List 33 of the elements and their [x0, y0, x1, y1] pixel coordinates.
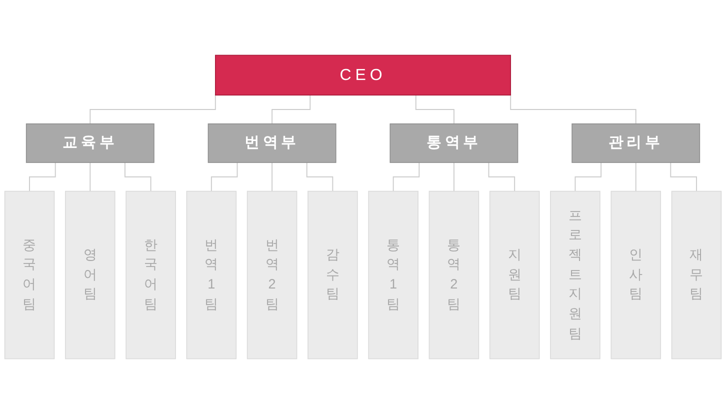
node-box: 인사팀	[610, 190, 661, 360]
node-box: 번역부	[208, 123, 336, 163]
connector	[90, 93, 216, 124]
node-box: 감수팀	[308, 190, 358, 360]
connector	[124, 162, 152, 192]
connector	[453, 162, 454, 192]
node-box: 중국어팀	[4, 190, 55, 360]
connector	[306, 162, 334, 192]
node-box: 관리부	[572, 123, 700, 163]
node-box: 한국어팀	[126, 190, 176, 360]
node-box: 교육부	[26, 123, 154, 163]
node-box: 번역1팀	[186, 190, 237, 360]
node-box: CEO	[215, 54, 511, 96]
connector	[272, 94, 311, 124]
connector	[29, 162, 56, 192]
connector	[574, 162, 602, 192]
connector	[670, 162, 697, 192]
connector	[415, 94, 454, 124]
node-box: 통역1팀	[368, 190, 418, 360]
connector	[635, 162, 636, 192]
connector	[392, 162, 420, 192]
connector	[488, 162, 516, 192]
node-box: 통역부	[390, 123, 518, 163]
node-box: 재무팀	[671, 190, 722, 360]
connector	[210, 162, 238, 192]
node-box: 프로젝트지원팀	[550, 190, 600, 360]
node-box: 번역2팀	[246, 190, 298, 360]
node-box: 통역2팀	[428, 190, 480, 360]
node-box: 영어팀	[65, 190, 116, 360]
connector	[272, 162, 273, 192]
node-box: 지원팀	[489, 190, 540, 360]
connector	[90, 162, 91, 192]
connector	[510, 93, 636, 124]
